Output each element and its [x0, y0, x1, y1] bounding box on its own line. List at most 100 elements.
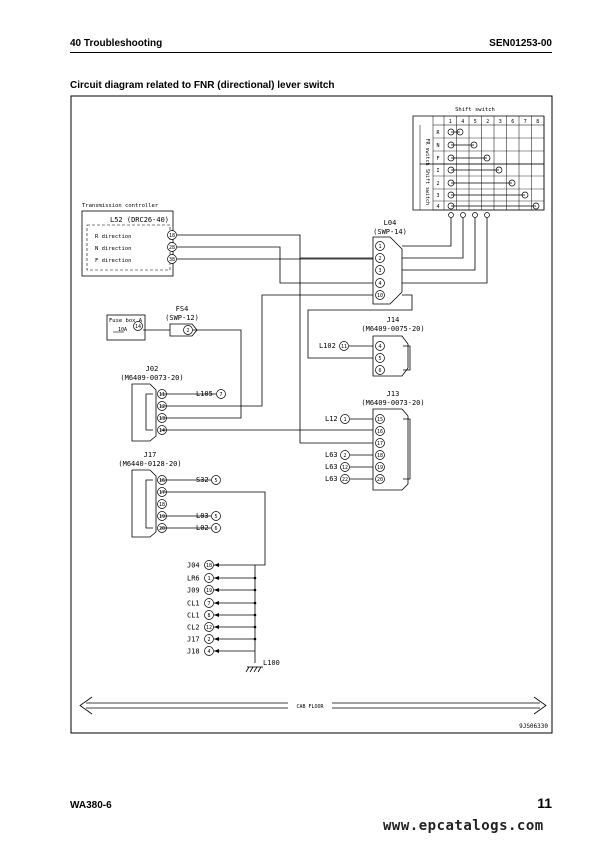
- contact-f1: [447, 154, 455, 162]
- j17-pin-20: 20: [159, 526, 165, 532]
- cab-floor: CAB FLOOR: [79, 696, 547, 715]
- fs4-pin: 2: [186, 328, 189, 334]
- shift-col-label: 8: [536, 119, 539, 125]
- contact-4a: [447, 202, 455, 210]
- fr-switch-label: FR switch: [424, 138, 430, 165]
- shift-col-label: 3: [499, 119, 502, 125]
- contact-f2: [483, 154, 491, 162]
- contact-r2: [456, 128, 464, 136]
- l04-pin-10: 10: [377, 293, 383, 299]
- ground-arrow-icon: [214, 576, 219, 580]
- ground-item-label: J18: [187, 648, 200, 656]
- ground-label: L100: [263, 659, 280, 667]
- j14-pins: 456: [375, 341, 385, 375]
- j13-pin-17: 17: [377, 441, 383, 447]
- ground-item-label: J17: [187, 636, 200, 644]
- shift-col-label: 1: [449, 119, 452, 125]
- ground-arrow-icon: [214, 649, 219, 653]
- shift-row-label: 3: [436, 193, 439, 199]
- l04-pin-4: 4: [378, 281, 381, 287]
- l63-c-label: L63: [325, 475, 338, 483]
- contact-3a: [447, 191, 455, 199]
- j13-pin-17-marker: [375, 438, 385, 448]
- l04-pin-4-marker: [375, 278, 385, 288]
- ground-item-pin-marker: [204, 560, 214, 570]
- pin-28-marker: [167, 242, 177, 252]
- connector-j14: J14 (M6409-0075-20) 456 L102 11: [319, 316, 425, 377]
- j13-pin-15-marker: [375, 414, 385, 424]
- ground-item-pin-marker: [204, 598, 214, 608]
- j13-pin-16-marker: [375, 426, 385, 436]
- pin-38: 38: [169, 257, 175, 263]
- controller-connector: L52 (DRC26-40): [110, 216, 169, 224]
- j02-pin-12: 12: [159, 404, 165, 410]
- l04-pin-1-marker: [375, 241, 385, 251]
- fuse-box-outline: [106, 314, 146, 341]
- ground-symbol: [245, 666, 263, 673]
- l12-pin: 1: [343, 417, 346, 423]
- shift-row-label: I: [436, 168, 439, 174]
- contact-4b: [532, 202, 540, 210]
- ground-item-pin: 4: [207, 649, 210, 655]
- transmission-controller-title: Transmission controller: [82, 203, 159, 209]
- ground-item-pin: 7: [207, 601, 210, 607]
- l04-pin-2: 2: [378, 256, 381, 262]
- cab-floor-arrow-right: [533, 696, 547, 715]
- fs4-name: FS4: [176, 305, 189, 313]
- wire-j14-bridge: [403, 345, 411, 371]
- ground-arrow-icon: [214, 563, 219, 567]
- j02-housing: [131, 383, 157, 442]
- s32-pin: 5: [214, 478, 217, 484]
- fuse-pin: 14: [135, 324, 141, 330]
- l03-pin: 5: [214, 514, 217, 520]
- l63-c-pin-marker: [340, 474, 350, 484]
- j14-pin-5-marker: [375, 353, 385, 363]
- wire-l04-3: [402, 218, 476, 271]
- ground-item-pin: 1: [207, 576, 210, 582]
- fs4-housing: [169, 323, 198, 337]
- shift-col-label: 4: [461, 119, 464, 125]
- j14-pin-6-marker: [375, 365, 385, 375]
- section-header: 40 Troubleshooting: [70, 38, 163, 49]
- cab-floor-label: CAB FLOOR: [296, 704, 324, 710]
- wire-fs4-j02: [160, 329, 242, 419]
- wire-j02-12: [160, 370, 263, 407]
- ground-item-label: CL1: [187, 600, 200, 608]
- j02-pin-11: 11: [159, 392, 165, 398]
- pin-18: 18: [169, 233, 175, 239]
- shift-row-label: N: [436, 143, 439, 149]
- contact-n2: [470, 141, 478, 149]
- l63-a-pin: 2: [343, 453, 346, 459]
- n-direction-label: N direction: [95, 246, 131, 252]
- shift-switch-terminals: [448, 212, 490, 218]
- l12-pin-marker: [340, 414, 350, 424]
- shift-row-label: 2: [436, 181, 439, 187]
- j13-pin-20-marker: [375, 474, 385, 484]
- l102-label: L102: [319, 342, 336, 350]
- j17-pin-19: 19: [159, 514, 165, 520]
- ground-item-label: LR6: [187, 575, 200, 583]
- document-code: SEN01253-00: [489, 38, 552, 49]
- l04-pin-1: 1: [378, 244, 381, 250]
- shift-row-label: R: [436, 130, 440, 136]
- shift-switch-grid: [419, 116, 545, 211]
- watermark: www.epcatalogs.com: [383, 818, 544, 834]
- ground-item-pin-marker: [204, 610, 214, 620]
- j14-pin-6: 6: [378, 368, 381, 374]
- ground-arrow-icon: [214, 637, 219, 641]
- contact-i1: [447, 166, 455, 174]
- l63-b-label: L63: [325, 463, 338, 471]
- contact-n1: [447, 141, 455, 149]
- header-rule: [70, 52, 552, 53]
- ground-item-pin-marker: [204, 622, 214, 632]
- contact-2b: [508, 179, 516, 187]
- connector-fs4: FS4 (SWP-12) 2: [165, 305, 199, 337]
- figure-code: 9JS06330: [519, 723, 548, 730]
- l63-a-pin-marker: [340, 450, 350, 460]
- wire-l04-10: [261, 294, 373, 370]
